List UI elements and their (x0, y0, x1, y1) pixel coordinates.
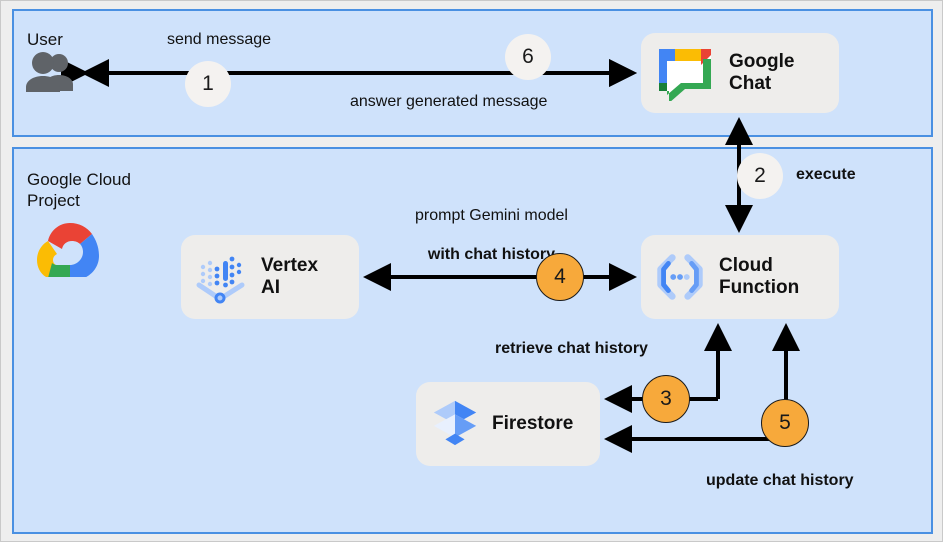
label-update-chat-history: update chat history (706, 472, 854, 489)
vertex-ai-icon (193, 249, 249, 305)
cloud-function-icon (651, 248, 709, 306)
card-firestore[interactable]: Firestore (416, 382, 600, 466)
label-answer-generated-message: answer generated message (350, 93, 548, 110)
panel-google-cloud-project-title: Google Cloud Project (27, 170, 131, 211)
step-badge-5[interactable]: 5 (761, 399, 809, 447)
label-prompt-line-2: with chat history (427, 245, 556, 263)
people-icon (23, 51, 79, 93)
step-badge-3[interactable]: 3 (642, 375, 690, 423)
step-badge-4[interactable]: 4 (536, 253, 584, 301)
card-cloud-function[interactable]: Cloud Function (641, 235, 839, 319)
google-chat-icon (655, 45, 715, 101)
panel-user-title: User (27, 30, 63, 49)
step-badge-6[interactable]: 6 (505, 34, 551, 80)
card-firestore-label: Firestore (492, 413, 574, 435)
label-execute: execute (796, 166, 856, 183)
card-cloud-function-label: Cloud Function (719, 255, 800, 298)
card-google-chat-label: Google Chat (729, 51, 795, 94)
step-badge-2[interactable]: 2 (737, 153, 783, 199)
label-prompt-line-1: prompt Gemini model (415, 206, 568, 224)
card-google-chat[interactable]: Google Chat (641, 33, 839, 113)
label-retrieve-chat-history: retrieve chat history (495, 340, 648, 357)
google-cloud-logo (35, 219, 105, 281)
label-send-message: send message (167, 31, 272, 48)
label-prompt-gemini-model: prompt Gemini model with chat history (415, 186, 568, 284)
firestore-icon (430, 397, 480, 451)
card-vertex-ai-label: Vertex AI (261, 255, 319, 298)
card-vertex-ai[interactable]: Vertex AI (181, 235, 359, 319)
step-badge-1[interactable]: 1 (185, 61, 231, 107)
